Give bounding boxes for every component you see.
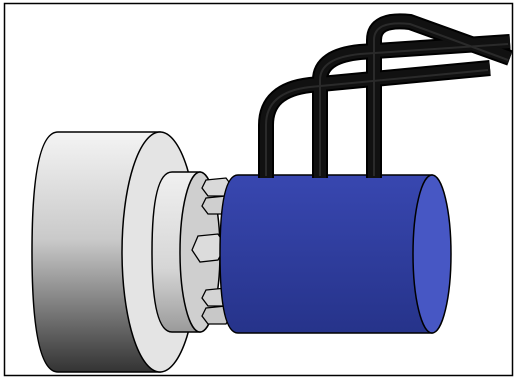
blue-cylinder [219,174,452,334]
three-cables [258,13,513,178]
